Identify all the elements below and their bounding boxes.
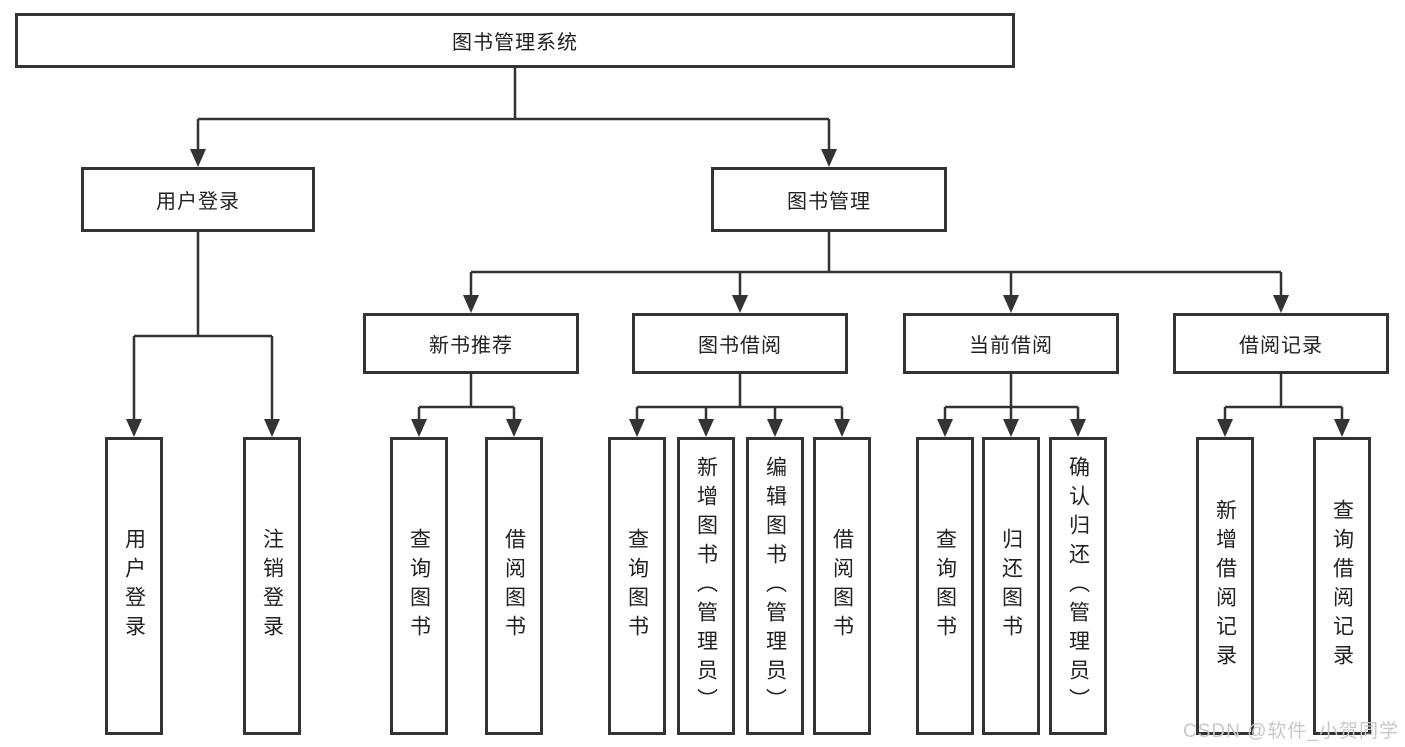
node-book-borrowing-label: 图书借阅 [698, 335, 782, 357]
node-book-borrowing: 图书借阅 [632, 313, 848, 374]
leaf-query-books-recommend: 查询图书 [390, 437, 448, 735]
leaf-query-books-current-label: 查询图书 [933, 528, 957, 644]
node-root-label: 图书管理系统 [452, 32, 578, 54]
leaf-logout: 注销登录 [243, 437, 301, 735]
node-borrow-records: 借阅记录 [1173, 313, 1389, 374]
leaf-borrow-books-borrowing-label: 借阅图书 [830, 528, 854, 644]
leaf-add-book-admin-label: 新增图书（管理员） [694, 455, 718, 717]
leaf-edit-book-admin: 编辑图书（管理员） [746, 437, 804, 735]
node-root: 图书管理系统 [15, 13, 1015, 68]
node-book-management-label: 图书管理 [787, 191, 871, 213]
leaf-user-login: 用户登录 [105, 437, 163, 735]
leaf-confirm-return-admin-label: 确认归还（管理员） [1066, 455, 1090, 717]
leaf-query-books-borrowing: 查询图书 [608, 437, 666, 735]
leaf-confirm-return-admin: 确认归还（管理员） [1049, 437, 1107, 735]
node-current-borrowing: 当前借阅 [903, 313, 1119, 374]
leaf-add-book-admin: 新增图书（管理员） [677, 437, 735, 735]
node-borrow-records-label: 借阅记录 [1239, 335, 1323, 357]
leaf-borrow-books-recommend-label: 借阅图书 [502, 528, 526, 644]
leaf-return-books-label: 归还图书 [999, 528, 1023, 644]
leaf-edit-book-admin-label: 编辑图书（管理员） [763, 455, 787, 717]
leaf-query-books-current: 查询图书 [916, 437, 974, 735]
leaf-query-books-recommend-label: 查询图书 [407, 528, 431, 644]
node-new-book-recommendation-label: 新书推荐 [429, 335, 513, 357]
node-user-login: 用户登录 [81, 167, 315, 232]
leaf-borrow-books-recommend: 借阅图书 [485, 437, 543, 735]
leaf-return-books: 归还图书 [982, 437, 1040, 735]
leaf-add-borrow-record-label: 新增借阅记录 [1213, 499, 1237, 673]
leaf-query-borrow-record-label: 查询借阅记录 [1330, 499, 1354, 673]
node-book-management: 图书管理 [711, 167, 947, 232]
leaf-query-books-borrowing-label: 查询图书 [625, 528, 649, 644]
node-current-borrowing-label: 当前借阅 [969, 335, 1053, 357]
leaf-user-login-label: 用户登录 [122, 528, 146, 644]
node-new-book-recommendation: 新书推荐 [363, 313, 579, 374]
node-user-login-label: 用户登录 [156, 191, 240, 213]
leaf-add-borrow-record: 新增借阅记录 [1196, 437, 1254, 735]
leaf-logout-label: 注销登录 [260, 528, 284, 644]
leaf-query-borrow-record: 查询借阅记录 [1313, 437, 1371, 735]
leaf-borrow-books-borrowing: 借阅图书 [813, 437, 871, 735]
